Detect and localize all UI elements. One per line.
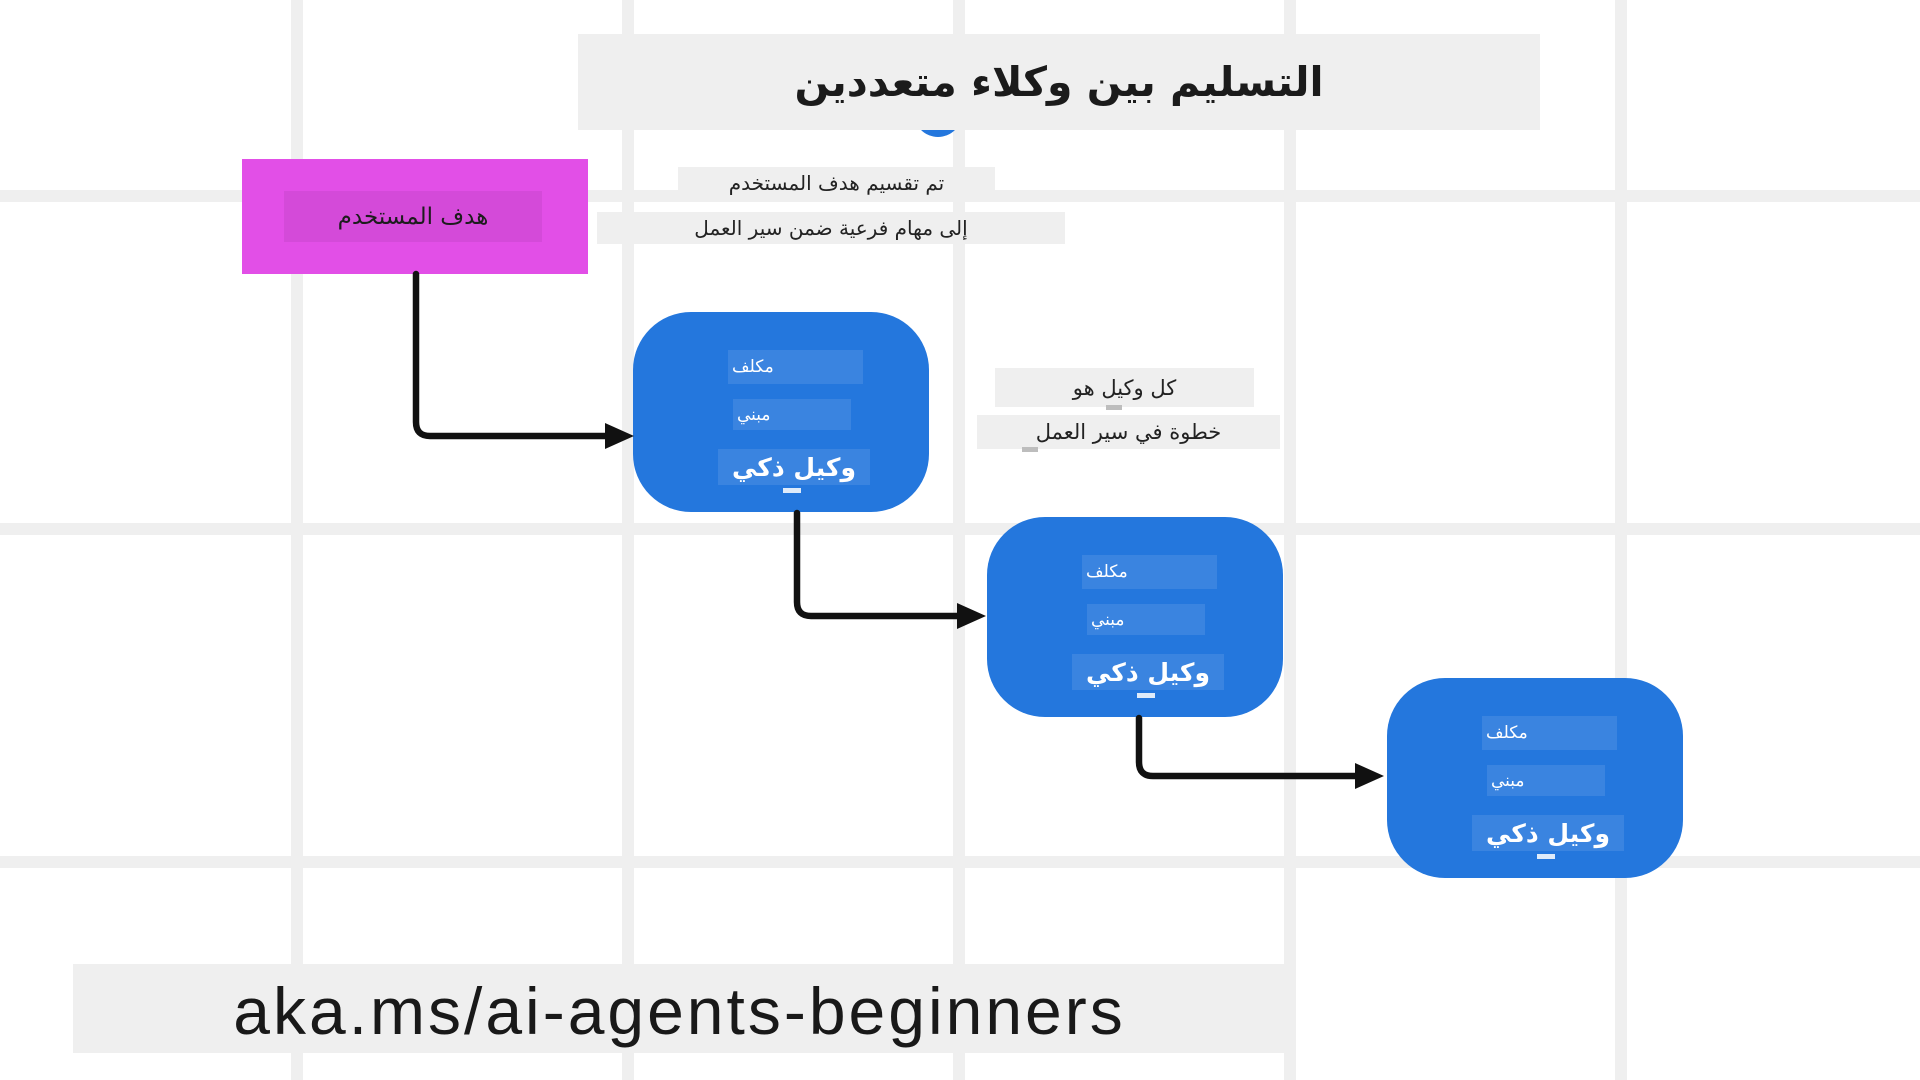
agent-tag-built-label: مبني: [737, 404, 771, 425]
footer-banner: aka.ms/ai-agents-beginners: [73, 964, 1286, 1053]
user-goal-box: هدف المستخدم: [242, 159, 588, 274]
page-title: التسليم بين وكلاء متعددين: [794, 58, 1324, 106]
note-goal-split-line2: إلى مهام فرعية ضمن سير العمل: [597, 212, 1065, 244]
agent-tag-tasked-label: مكلف: [1486, 723, 1528, 743]
text-remnant-dash: [783, 488, 801, 493]
arrowhead-icon: [605, 423, 634, 449]
agent-tag-tasked: مكلف: [1482, 716, 1617, 750]
agent-tag-tasked-label: مكلف: [1086, 562, 1128, 582]
agent-tag-tasked-label: مكلف: [732, 357, 774, 377]
arrow-agent2-to-agent3: [1135, 714, 1362, 780]
agent-name-label: وكيل ذكي: [1086, 657, 1210, 687]
agent-name-plate: وكيل ذكي: [1472, 815, 1624, 851]
agent-tag-tasked: مكلف: [728, 350, 863, 384]
agent-tag-tasked: مكلف: [1082, 555, 1217, 589]
agent-box-2: مكلف مبني وكيل ذكي: [987, 517, 1283, 717]
arrow-agent1-to-agent2: [793, 509, 964, 620]
arrow-goal-to-agent1: [412, 270, 612, 440]
arrowhead-icon: [1355, 763, 1384, 789]
user-goal-label-plate: هدف المستخدم: [284, 191, 542, 242]
text-remnant-dash: [1022, 447, 1038, 452]
text-remnant-dash: [1537, 854, 1555, 859]
agent-name-label: وكيل ذكي: [732, 452, 856, 482]
agent-name-label: وكيل ذكي: [1486, 818, 1610, 848]
text-remnant-dash: [1106, 405, 1122, 410]
user-goal-label: هدف المستخدم: [337, 203, 489, 230]
footer-link-text: aka.ms/ai-agents-beginners: [233, 973, 1126, 1048]
agent-tag-built: مبني: [1087, 604, 1205, 635]
note-agent-step-line1: كل وكيل هو: [995, 368, 1254, 407]
agent-name-plate: وكيل ذكي: [718, 449, 870, 485]
agent-name-plate: وكيل ذكي: [1072, 654, 1224, 690]
arrowhead-icon: [957, 603, 986, 629]
note-goal-split-line1: تم تقسيم هدف المستخدم: [678, 167, 995, 198]
text-remnant-dash: [1137, 693, 1155, 698]
agent-box-3: مكلف مبني وكيل ذكي: [1387, 678, 1683, 878]
agent-box-1: مكلف مبني وكيل ذكي: [633, 312, 929, 512]
agent-tag-built: مبني: [733, 399, 851, 430]
agent-tag-built-label: مبني: [1491, 770, 1525, 791]
title-banner: التسليم بين وكلاء متعددين: [578, 34, 1540, 130]
note-agent-step-line2: خطوة في سير العمل: [977, 415, 1280, 449]
agent-tag-built-label: مبني: [1091, 609, 1125, 630]
agent-tag-built: مبني: [1487, 765, 1605, 796]
